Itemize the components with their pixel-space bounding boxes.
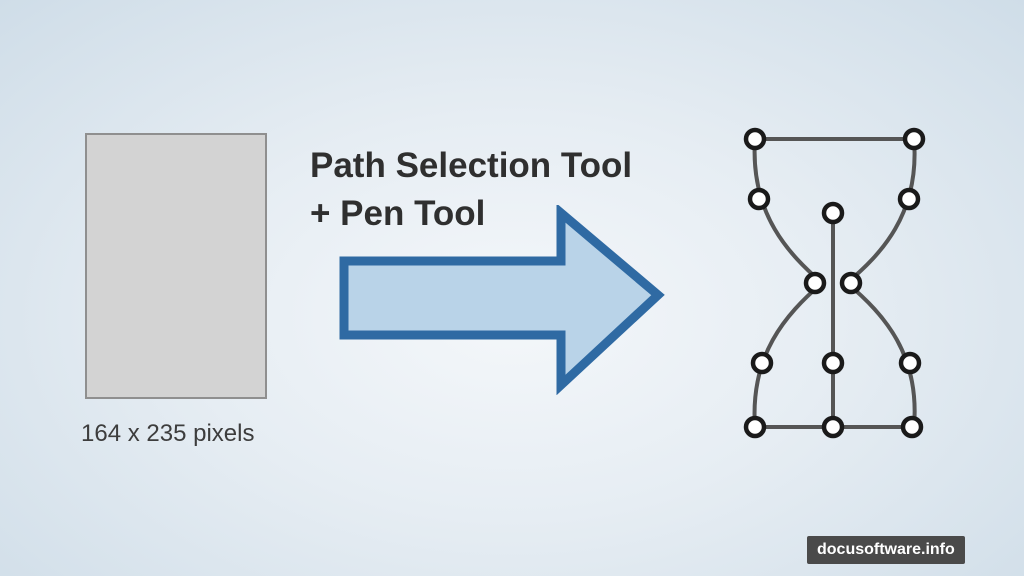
source-image-rectangle bbox=[85, 133, 267, 399]
hourglass-path-icon bbox=[743, 127, 926, 439]
right-upper-curve bbox=[845, 137, 917, 285]
right-arrow-icon bbox=[339, 205, 665, 395]
arrow-shape bbox=[339, 205, 665, 395]
title-line-2: + Pen Tool bbox=[310, 194, 486, 233]
anchor-point bbox=[898, 351, 922, 375]
anchor-point bbox=[821, 351, 845, 375]
anchor-point bbox=[900, 415, 924, 439]
title-line-1: Path Selection Tool bbox=[310, 146, 633, 185]
anchor-point bbox=[821, 415, 845, 439]
watermark-badge: docusoftware.info bbox=[807, 536, 965, 564]
left-upper-curve bbox=[752, 137, 824, 285]
anchor-point bbox=[902, 127, 926, 151]
anchor-point bbox=[750, 351, 774, 375]
anchor-point bbox=[743, 415, 767, 439]
anchor-point bbox=[897, 187, 921, 211]
anchor-point bbox=[747, 187, 771, 211]
source-size-label: 164 x 235 pixels bbox=[81, 420, 255, 447]
left-lower-curve bbox=[752, 281, 824, 429]
diagram-title: Path Selection Tool + Pen Tool bbox=[310, 142, 632, 238]
right-lower-curve bbox=[845, 281, 917, 429]
anchor-point bbox=[803, 271, 827, 295]
anchor-point bbox=[821, 201, 845, 225]
anchor-point bbox=[743, 127, 767, 151]
anchor-point bbox=[839, 271, 863, 295]
